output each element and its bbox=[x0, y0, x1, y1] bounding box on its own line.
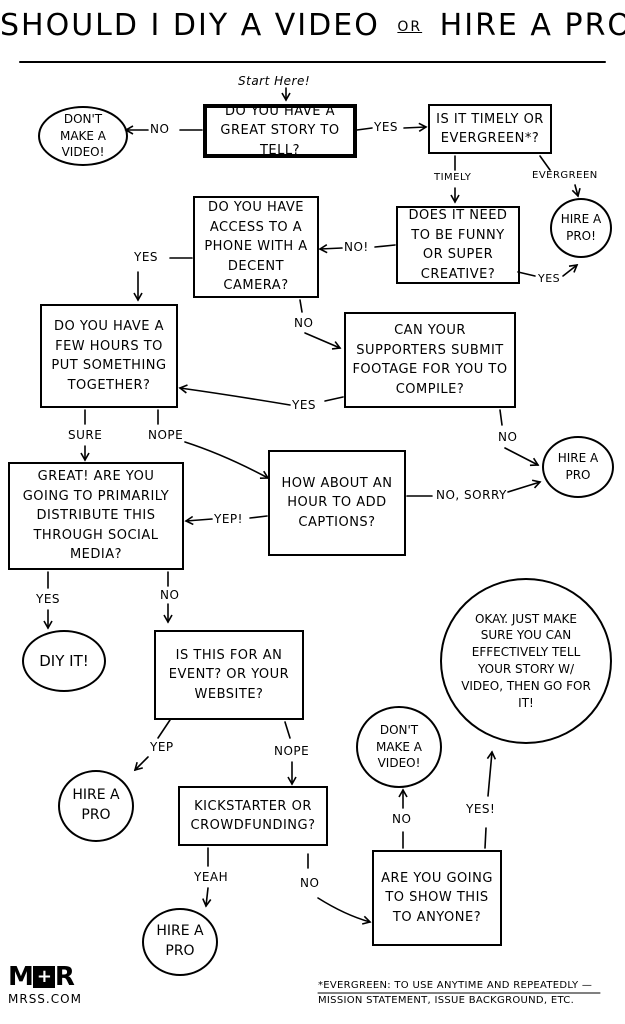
arrow-anyone-yes bbox=[484, 827, 487, 849]
node-kickstarter: Kickstarter or crowdfunding? bbox=[178, 786, 328, 846]
title-or: or bbox=[397, 18, 423, 35]
edge-label-no-1: No bbox=[150, 122, 170, 136]
edge-label-yep-event: Yep bbox=[150, 740, 174, 754]
edge-label-nope-hours: Nope bbox=[148, 428, 184, 442]
node-dont-make-2: Don't make a video! bbox=[356, 706, 442, 788]
node-diy: DIY it! bbox=[22, 630, 106, 692]
node-supporters: Can your supporters submit footage for y… bbox=[344, 312, 516, 408]
node-captions: How about an hour to add captions? bbox=[268, 450, 406, 556]
node-okay: Okay. Just make sure you can effectively… bbox=[440, 578, 612, 744]
edge-label-yes-funny: Yes bbox=[538, 272, 561, 285]
edge-label-yep-captions: Yep! bbox=[214, 512, 243, 526]
edge-label-no-sorry: No, sorry bbox=[436, 488, 507, 502]
edge-label-evergreen: Evergreen bbox=[532, 170, 598, 181]
node-hours: Do you have a few hours to put something… bbox=[40, 304, 178, 408]
edge-label-no-funny: No! bbox=[344, 240, 369, 254]
arrow-no-supporters bbox=[304, 332, 342, 350]
arrow-yeah-pro4 bbox=[202, 887, 212, 908]
plus-icon: + bbox=[32, 966, 55, 988]
page-title: Should I DIY a Video or Hire a Pro? bbox=[0, 8, 625, 43]
footnote: *Evergreen: to use anytime and repeatedl… bbox=[318, 980, 593, 1006]
arrow-yes-okay bbox=[486, 750, 497, 797]
edge-label-no-kick: No bbox=[300, 876, 320, 890]
node-funny: Does it need to be funny or super creati… bbox=[396, 206, 520, 284]
arrow-yep-social bbox=[184, 515, 213, 526]
arrow-yes-hours2 bbox=[178, 384, 291, 406]
node-story: Do you have a great story to tell? bbox=[203, 104, 357, 158]
arrow-funny-no bbox=[374, 244, 396, 248]
logo: M+R MRSS.COM bbox=[8, 962, 88, 1006]
arrow-evergreen-pro bbox=[571, 184, 581, 198]
node-event: Is this for an event? Or your website? bbox=[154, 630, 304, 720]
edge-label-yes-1: Yes bbox=[374, 120, 399, 134]
edge-label-yes-social: Yes bbox=[36, 592, 61, 606]
edge-label-no-social: No bbox=[160, 588, 180, 602]
node-hire-pro-3: Hire a pro bbox=[58, 770, 134, 842]
edge-label-nope-event: Nope bbox=[274, 744, 310, 758]
node-hire-pro-4: Hire a pro bbox=[142, 908, 218, 976]
logo-mark: M+R bbox=[8, 962, 88, 992]
arrow-event-nope bbox=[284, 721, 291, 739]
edge-label-sure: Sure bbox=[68, 428, 103, 442]
arrow-phone-no bbox=[299, 299, 303, 313]
arrow-evergreen bbox=[539, 155, 551, 171]
arrow-nope-captions bbox=[184, 441, 270, 480]
edge-label-yes-anyone: Yes! bbox=[466, 802, 496, 816]
arrow-supporters-yes bbox=[324, 396, 344, 402]
logo-mark-left: M bbox=[8, 962, 34, 992]
node-dont-make-1: Don't make a video! bbox=[38, 106, 128, 166]
node-anyone: Are you going to show this to anyone? bbox=[372, 850, 502, 946]
arrow-no-pro2 bbox=[504, 447, 540, 467]
logo-site: MRSS.COM bbox=[8, 992, 82, 1006]
arrow-nosorry-pro2 bbox=[507, 479, 542, 493]
arrow-yes-timely bbox=[403, 122, 428, 132]
arrow-funny-yes bbox=[517, 271, 536, 277]
title-left: Should I DIY a Video bbox=[0, 8, 380, 43]
arrow-supporters-no bbox=[499, 409, 503, 426]
edge-label-no-supporters: No bbox=[498, 430, 518, 444]
arrow-event-yep bbox=[157, 719, 171, 739]
node-timely: Is it timely or evergreen*? bbox=[428, 104, 552, 154]
edge-label-no-phone: No bbox=[294, 316, 314, 330]
edge-label-yeah: Yeah bbox=[194, 870, 229, 884]
node-social: Great! Are you going to primarily distri… bbox=[8, 462, 184, 570]
node-phone: Do you have access to a phone with a dec… bbox=[193, 196, 319, 298]
edge-label-yes-supporters: Yes bbox=[292, 398, 317, 412]
arrow-yep-pro3 bbox=[133, 756, 149, 772]
edge-label-timely: Timely bbox=[434, 172, 472, 183]
arrow-no-anyone bbox=[317, 897, 372, 925]
logo-mark-right: R bbox=[54, 962, 75, 992]
arrow-story-yes bbox=[356, 127, 373, 131]
start-label: Start Here! bbox=[238, 74, 311, 88]
node-hire-pro-1: Hire a pro! bbox=[550, 198, 612, 258]
edge-label-no-anyone: No bbox=[392, 812, 412, 826]
arrow-captions-yep bbox=[249, 515, 268, 519]
node-hire-pro-2: Hire a pro bbox=[542, 436, 614, 498]
edge-label-yes-phone: Yes bbox=[134, 250, 159, 264]
arrow-no-phone bbox=[318, 244, 343, 254]
arrow-yes-pro1 bbox=[562, 264, 579, 277]
title-right: Hire a Pro? bbox=[439, 8, 625, 43]
